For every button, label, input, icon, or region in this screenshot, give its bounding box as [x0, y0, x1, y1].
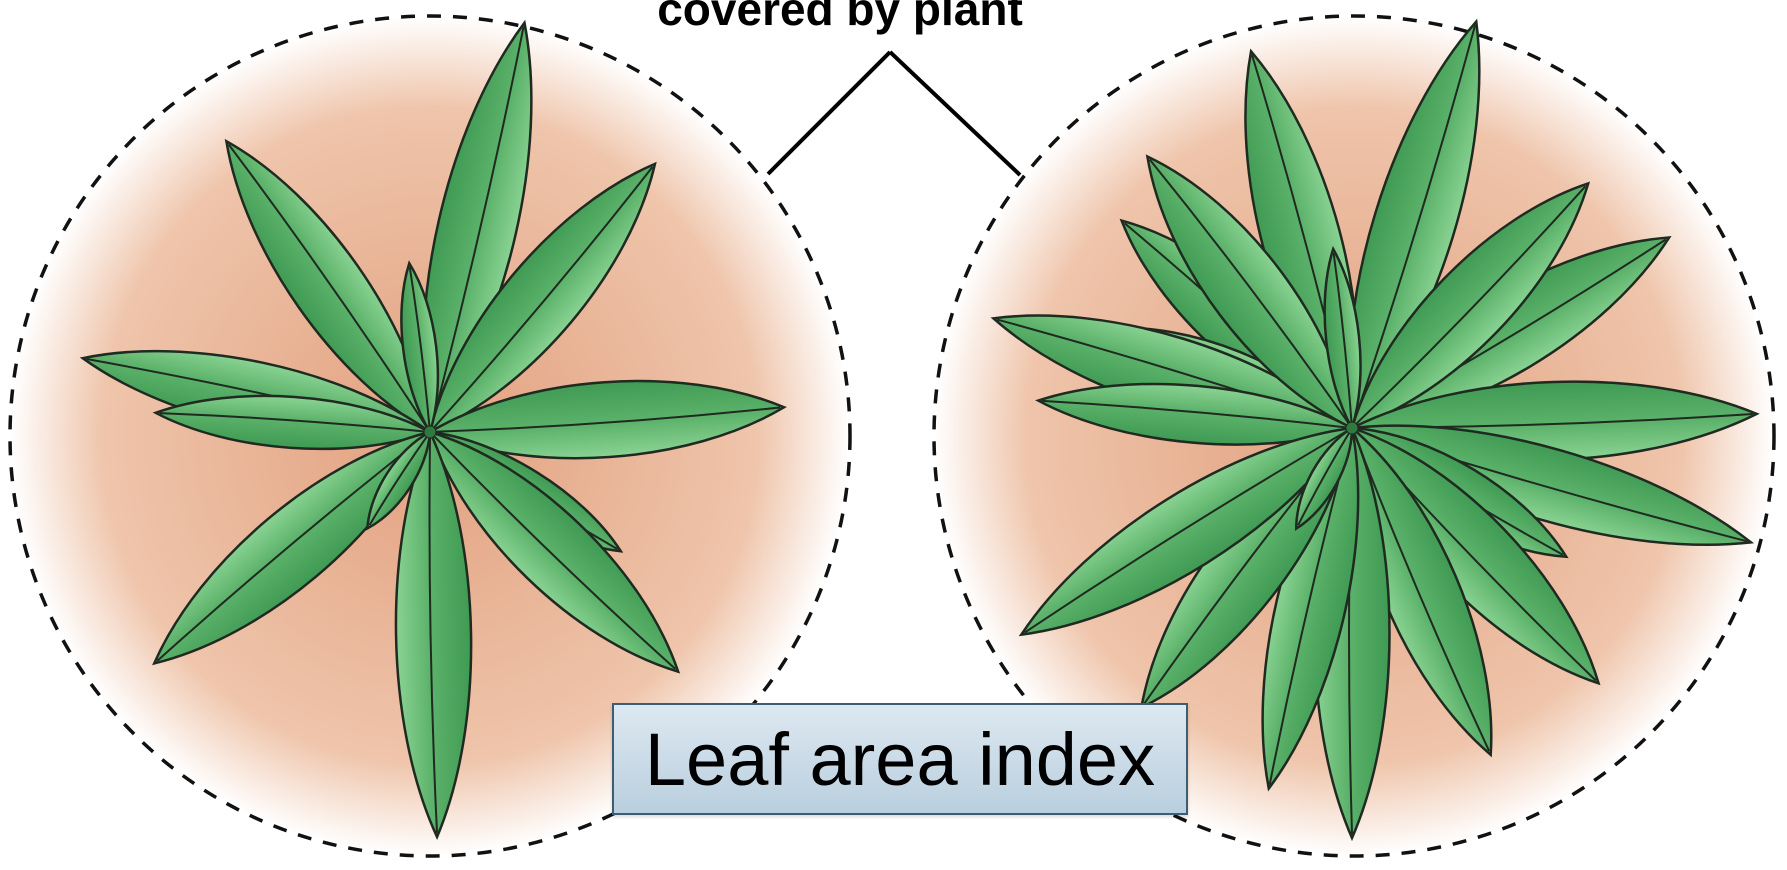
caption-covered-by-plant: covered by plant — [560, 0, 1120, 32]
leaf-area-index-label: Leaf area index — [612, 703, 1188, 815]
pointer-line-left — [768, 52, 890, 174]
pointer-line-right — [890, 52, 1020, 175]
caption-pointer — [768, 52, 1020, 175]
plant-center — [424, 426, 436, 438]
plant-center — [1346, 422, 1358, 434]
